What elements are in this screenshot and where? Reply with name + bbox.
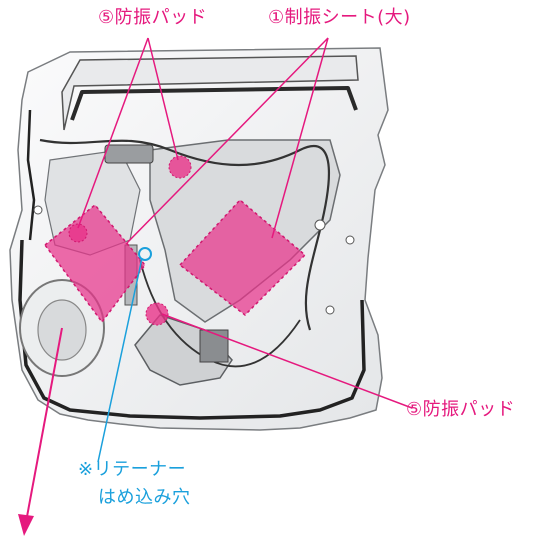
- leader-sheet-right: [271, 37, 329, 239]
- leader-pad-top-right: [147, 37, 179, 161]
- leader-pad-top-left: [77, 37, 149, 229]
- vibration-pad-small-top: [168, 155, 192, 179]
- weatherstrip: [18, 239, 366, 420]
- vibration-pad-small-center: [145, 302, 169, 326]
- door-edge-seal: [26, 109, 36, 241]
- direction-arrow-shaft: [25, 327, 63, 523]
- label-vibration-pad-top: ⑤防振パッド: [98, 7, 208, 28]
- label-retainer-line1: ※リテーナー: [78, 459, 187, 480]
- label-retainer-line2: はめ込み穴: [98, 487, 191, 508]
- wiring-harness: [39, 138, 331, 331]
- retainer-hole-marker: [138, 247, 152, 261]
- mount-hole: [33, 205, 43, 215]
- mount-hole: [325, 305, 335, 315]
- window-frame: [61, 55, 359, 131]
- mount-hole: [314, 219, 326, 231]
- label-vibration-pad-right: ⑤防振パッド: [406, 399, 516, 420]
- leader-retainer: [97, 257, 143, 463]
- damping-sheet-large: [178, 198, 307, 316]
- label-damping-sheet-large: ①制振シート(大): [268, 7, 411, 28]
- window-regulator-motor: [104, 144, 154, 164]
- leader-pad-right: [161, 313, 413, 409]
- mount-hole: [345, 235, 355, 245]
- window-sash-inner: [70, 86, 358, 121]
- regulator-bracket: [199, 329, 229, 363]
- vibration-pad-small-left: [68, 223, 88, 243]
- direction-arrow-head: [18, 514, 34, 536]
- leader-sheet-left: [125, 37, 329, 245]
